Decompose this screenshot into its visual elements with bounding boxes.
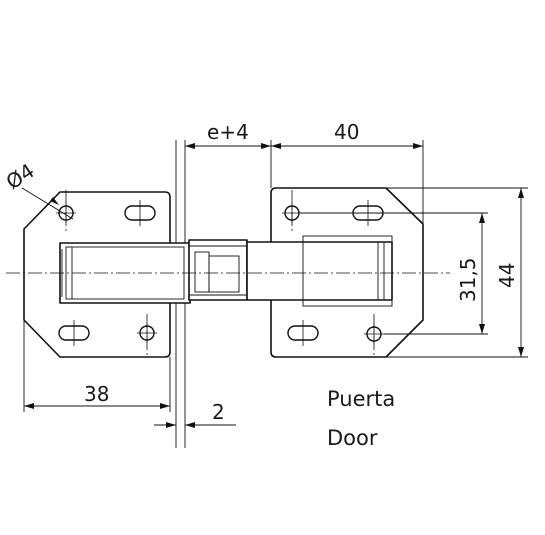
right-mounting-plate <box>270 187 424 358</box>
hole-diameter-label: Ø4 <box>2 159 39 195</box>
plate-width-dimension-label: 40 <box>334 120 359 144</box>
plate-height-label: 44 <box>495 263 519 288</box>
gap-dimension-label: e+4 <box>207 120 249 144</box>
hole-spacing-label: 31,5 <box>456 257 480 302</box>
left-width-label: 38 <box>84 382 109 406</box>
top-dimensions: e+4 40 <box>185 120 424 224</box>
thickness-dimension: 2 <box>154 400 236 428</box>
hinge-body <box>59 235 393 307</box>
thickness-label: 2 <box>212 400 225 424</box>
label-english: Door <box>327 426 378 450</box>
right-dimensions: 31,5 44 <box>300 187 528 358</box>
bottom-left-dimension: 38 <box>23 320 171 412</box>
label-spanish: Puerta <box>327 387 395 411</box>
